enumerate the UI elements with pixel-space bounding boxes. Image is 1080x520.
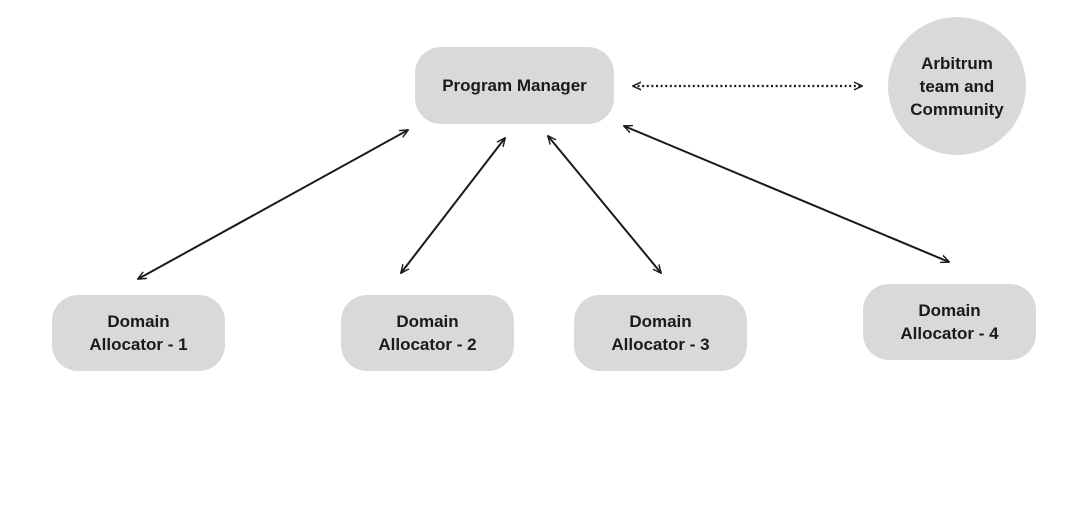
node-label: Domain Allocator - 1 (89, 312, 188, 354)
node-label: Program Manager (442, 76, 587, 95)
node-domain-allocator-2: Domain Allocator - 2 (341, 295, 514, 371)
node-label: Arbitrum team and Community (910, 53, 1004, 119)
node-domain-allocator-1: Domain Allocator - 1 (52, 295, 225, 371)
edge-program-manager-da2 (401, 138, 505, 273)
node-domain-allocator-3: Domain Allocator - 3 (574, 295, 747, 371)
node-label: Domain Allocator - 2 (378, 312, 477, 354)
node-domain-allocator-4: Domain Allocator - 4 (863, 284, 1036, 360)
edge-program-manager-da4 (624, 126, 949, 262)
edge-program-manager-da1 (138, 130, 408, 279)
node-program-manager: Program Manager (415, 47, 614, 124)
node-label: Domain Allocator - 4 (900, 301, 999, 343)
edge-program-manager-da3 (548, 136, 661, 273)
node-arbitrum-team-and-community: Arbitrum team and Community (888, 17, 1026, 155)
node-label: Domain Allocator - 3 (611, 312, 710, 354)
